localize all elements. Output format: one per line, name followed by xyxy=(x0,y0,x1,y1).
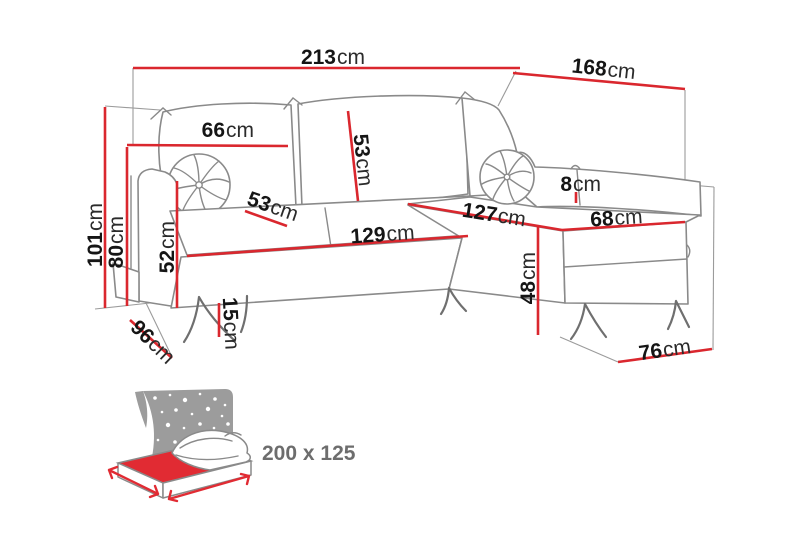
svg-text:cm: cm xyxy=(573,173,601,196)
starry-curtain-edge xyxy=(135,391,148,428)
sofa-drawing xyxy=(112,91,702,344)
round-pillow-right-tufting xyxy=(481,150,532,202)
back-cushion-right xyxy=(297,94,469,208)
svg-text:cm: cm xyxy=(337,46,365,69)
svg-text:101: 101 xyxy=(84,232,107,267)
svg-text:cm: cm xyxy=(386,221,416,246)
blanket-folds xyxy=(175,432,242,461)
svg-text:cm: cm xyxy=(226,119,254,142)
chaise-low-back-seam xyxy=(570,164,581,206)
svg-text:cm: cm xyxy=(105,216,128,244)
svg-text:80: 80 xyxy=(105,245,128,268)
svg-text:129: 129 xyxy=(350,223,387,248)
round-pillow-left-tufting xyxy=(168,154,230,214)
bed-size-label: 200 x 125 xyxy=(262,442,356,465)
svg-text:8: 8 xyxy=(560,173,572,196)
svg-text:213: 213 xyxy=(301,46,336,69)
sofa-legs xyxy=(182,286,691,344)
dim-line-back-cushion-width xyxy=(126,143,289,148)
dim-armrest-height: 52 cm xyxy=(156,221,179,273)
dim-line-chaise-front-width xyxy=(561,220,686,232)
svg-text:cm: cm xyxy=(351,157,377,187)
dim-line-base-depth xyxy=(129,319,173,359)
round-pillow-right xyxy=(479,149,535,205)
dim-line-seat-front-width xyxy=(186,234,469,258)
svg-text:cm: cm xyxy=(517,252,540,280)
svg-text:66: 66 xyxy=(202,119,225,142)
chaise-low-back xyxy=(516,151,702,217)
svg-text:52: 52 xyxy=(156,250,179,273)
dim-total-width: 213 cm xyxy=(301,46,365,69)
svg-text:168: 168 xyxy=(571,54,609,81)
seat-cushion-divider xyxy=(324,207,332,248)
dim-line-chaise-side-length xyxy=(407,202,563,232)
dim-seat-front-width: 129 cm xyxy=(350,221,415,248)
svg-text:cm: cm xyxy=(614,205,644,230)
svg-text:cm: cm xyxy=(84,203,107,231)
dimension-lines xyxy=(103,66,713,364)
dim-leg-height: 15 cm xyxy=(218,297,244,350)
dim-line-total-depth xyxy=(512,71,686,91)
cushion-fold-marks xyxy=(150,91,476,120)
dim-chaise-side-length: 127 cm xyxy=(461,199,528,232)
svg-text:cm: cm xyxy=(219,321,243,350)
dim-height-backrest: 80 cm xyxy=(105,216,128,268)
dim-chaise-front-width: 68 cm xyxy=(589,205,643,232)
sofa-bed-icon: 200 x 125 xyxy=(107,389,356,503)
dimension-arrows xyxy=(107,465,251,503)
dim-base-depth: 96 cm xyxy=(126,316,180,369)
dim-height-total: 101 cm xyxy=(84,203,107,267)
dim-line-chaise-end-depth xyxy=(617,347,713,364)
dim-seat-height: 48 cm xyxy=(517,252,540,304)
dimension-labels: 213 cm 168 cm 101 cm 80 cm 66 cm 53 cm 5… xyxy=(84,46,692,369)
svg-text:cm: cm xyxy=(496,204,527,231)
svg-text:68: 68 xyxy=(589,207,614,232)
mattress-side-front xyxy=(162,460,252,499)
svg-text:76: 76 xyxy=(637,339,663,365)
svg-text:53: 53 xyxy=(349,133,374,159)
svg-text:127: 127 xyxy=(461,199,499,227)
chaise-front-seam xyxy=(563,244,691,268)
svg-text:cm: cm xyxy=(156,221,179,249)
svg-text:cm: cm xyxy=(606,58,636,84)
dim-line-back-cushion-height xyxy=(346,110,360,202)
dim-line-seat-cushion-depth xyxy=(244,209,288,228)
dim-side-bolster-thickness: 8 cm xyxy=(560,173,601,196)
svg-text:15: 15 xyxy=(218,297,242,322)
dim-total-depth: 168 cm xyxy=(571,54,637,84)
dim-chaise-end-depth: 76 cm xyxy=(637,335,692,365)
svg-text:cm: cm xyxy=(661,335,692,362)
dim-back-cushion-height: 53 cm xyxy=(349,133,377,187)
dim-back-cushion-width: 66 cm xyxy=(202,119,254,142)
svg-text:48: 48 xyxy=(517,281,540,305)
